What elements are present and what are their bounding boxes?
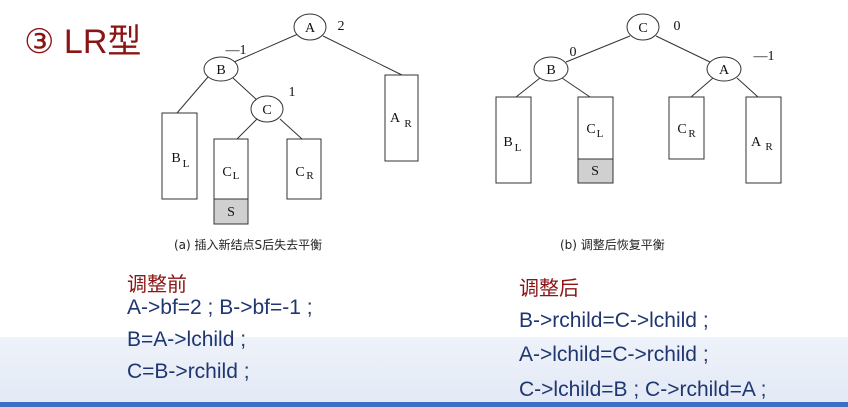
diagram-shape xyxy=(233,33,299,63)
subtree-bl xyxy=(495,96,532,184)
diagram-label: C xyxy=(638,21,647,36)
node-b xyxy=(203,56,239,82)
node-c xyxy=(250,95,284,123)
tree-a-nodes xyxy=(161,13,419,225)
label-b: B xyxy=(216,63,225,78)
tree-a-edges xyxy=(176,33,403,140)
subtree-cr xyxy=(668,96,705,160)
diagram-label: L xyxy=(515,142,522,154)
before-line: B=A->lchild ; xyxy=(127,328,247,351)
subtree-ar xyxy=(745,96,782,184)
diagram-label: R xyxy=(306,170,314,182)
new-node-s xyxy=(577,158,614,184)
bf-a: 2 xyxy=(338,19,345,34)
caption-b: (b) 调整后恢复平衡 xyxy=(560,238,665,252)
diagram-label: R xyxy=(765,141,773,153)
footer-band xyxy=(0,337,848,407)
before-line: A->bf=2 ; B->bf=-1 ; xyxy=(127,296,313,319)
diagram-label: B xyxy=(171,151,180,166)
subtree-cl xyxy=(213,138,249,200)
diagram-shape xyxy=(655,35,711,63)
after-line: B->rchild=C->lchild ; xyxy=(519,309,709,332)
new-node-s xyxy=(213,198,249,225)
diagram-label: C xyxy=(677,122,686,137)
diagram-label: R xyxy=(404,118,412,130)
bf-a: —1 xyxy=(753,49,775,64)
before-heading: 调整前 xyxy=(127,272,187,296)
subtree-cr xyxy=(286,138,322,200)
bf-c: 0 xyxy=(674,19,681,34)
node-a xyxy=(706,56,742,82)
diagram-label: L xyxy=(233,170,240,182)
diagram-label: S xyxy=(227,205,235,220)
tree-b-edges xyxy=(515,35,759,98)
diagram-label: C xyxy=(222,165,231,180)
bf-c: 1 xyxy=(289,85,296,100)
diagram-label: L xyxy=(597,128,604,140)
label-c: C xyxy=(262,103,271,118)
before-line: C=B->rchild ; xyxy=(127,360,250,383)
diagram-label: A xyxy=(390,111,401,126)
bf-b: 0 xyxy=(570,45,577,60)
diagram-label: L xyxy=(183,158,190,170)
diagram-label: A xyxy=(719,63,730,78)
diagram-label: C xyxy=(295,165,304,180)
subtree-bl xyxy=(161,112,198,200)
diagram-label: B xyxy=(503,135,512,150)
diagram-shape xyxy=(690,77,714,98)
label-a: A xyxy=(305,21,316,36)
diagram-shape xyxy=(561,77,591,98)
footer-line xyxy=(0,402,848,407)
node-c xyxy=(626,13,660,41)
subtree-ar xyxy=(384,74,419,162)
caption-a: (a) 插入新结点S后失去平衡 xyxy=(174,238,323,252)
after-heading: 调整后 xyxy=(519,276,579,300)
diagram-label: A xyxy=(751,135,762,150)
diagram-label: B xyxy=(546,63,555,78)
slide-title: ③ LR型 xyxy=(24,23,142,61)
node-a xyxy=(293,13,327,41)
diagram-label: R xyxy=(688,128,696,140)
diagram-shape xyxy=(515,77,541,98)
tree-b-nodes xyxy=(495,13,782,184)
bf-b: —1 xyxy=(225,43,247,58)
diagram-shape xyxy=(565,35,631,63)
after-line: C->lchild=B ; C->rchild=A ; xyxy=(519,378,767,401)
after-line: A->lchild=C->rchild ; xyxy=(519,343,709,366)
diagram-shape xyxy=(279,118,303,140)
diagram-shape xyxy=(232,77,259,102)
diagram-shape xyxy=(236,118,258,140)
diagram-shape xyxy=(736,77,759,98)
diagram-shape xyxy=(176,76,209,114)
diagram-shape xyxy=(322,35,403,76)
diagram-label: S xyxy=(591,164,599,179)
node-b xyxy=(533,56,569,82)
diagram-label: C xyxy=(586,122,595,137)
